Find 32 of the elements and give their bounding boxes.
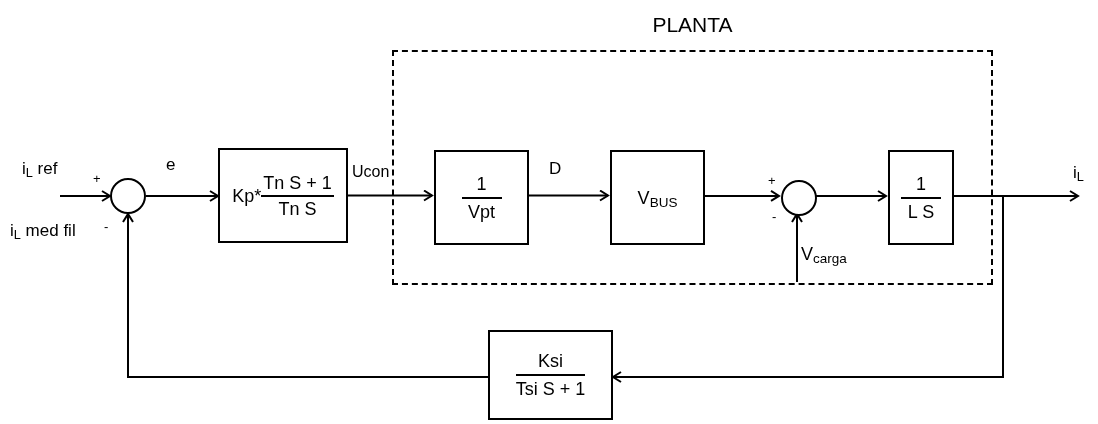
transfer-function-block bbox=[218, 148, 348, 243]
numerator-text: Tn S + 1 bbox=[262, 173, 333, 195]
denominator-text: Tsi S + 1 bbox=[515, 378, 586, 398]
signal-label: i$_{L}$ ref bbox=[22, 160, 58, 177]
sign-label: + bbox=[768, 174, 776, 187]
sign-label: - bbox=[104, 220, 109, 233]
signal-arrow bbox=[145, 190, 219, 202]
transfer-function-block bbox=[888, 150, 954, 245]
denominator-text: Vpt bbox=[468, 200, 495, 221]
signal-arrow bbox=[59, 190, 111, 202]
denominator-text: Tn S bbox=[278, 197, 317, 218]
numerator-text: 1 bbox=[915, 174, 927, 196]
numerator-text: 1 bbox=[475, 174, 488, 196]
sign-label: - bbox=[772, 210, 777, 223]
signal-arrow bbox=[122, 213, 489, 378]
block-text: V$_{BUS}$ bbox=[637, 188, 678, 207]
plant-title: PLANTA bbox=[652, 14, 733, 35]
sign-label: + bbox=[93, 172, 101, 185]
signal-label: i$_{L}$ med fil bbox=[10, 222, 76, 239]
transfer-function-block bbox=[488, 330, 613, 420]
transfer-function-block bbox=[434, 150, 529, 245]
signal-label: i$_{L}$ bbox=[1073, 164, 1084, 181]
summing-junction bbox=[110, 178, 146, 214]
denominator-text: L S bbox=[907, 200, 935, 221]
signal-arrow bbox=[347, 189, 433, 202]
signal-label: D bbox=[549, 160, 562, 177]
transfer-function-block bbox=[610, 150, 705, 245]
numerator-text: Ksi bbox=[537, 352, 564, 373]
gain-text: Kp* bbox=[232, 186, 262, 205]
signal-label: Ucon bbox=[352, 164, 390, 180]
summing-junction bbox=[781, 180, 817, 216]
signal-arrow bbox=[612, 195, 1004, 383]
